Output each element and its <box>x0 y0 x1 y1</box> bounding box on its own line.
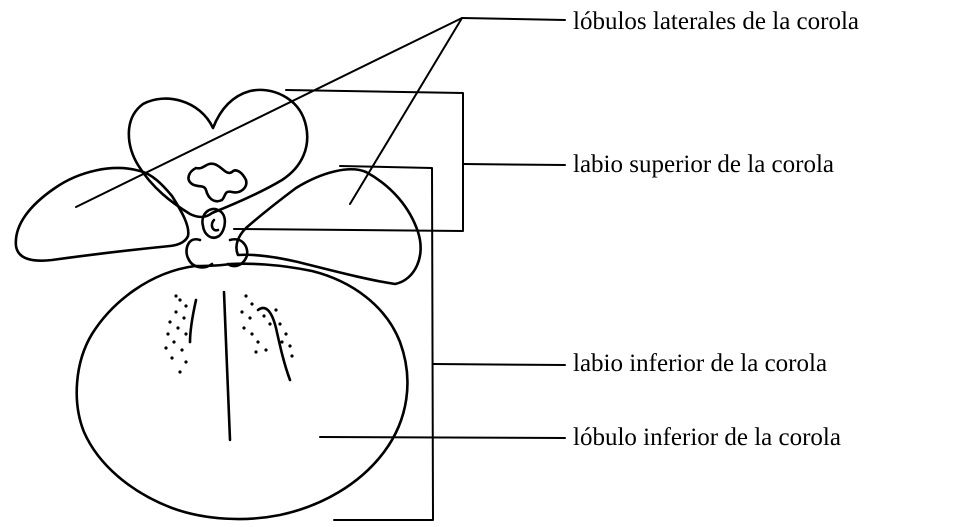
label-lower-lip: labio inferior de la corola <box>573 351 827 376</box>
stippling-dots <box>164 294 293 373</box>
bracket-lower-lip <box>334 166 433 520</box>
label-upper-lip: labio superior de la corola <box>573 152 834 177</box>
left-vein <box>190 300 196 342</box>
throat-inner <box>212 220 218 230</box>
upper-lip-petal <box>129 90 307 217</box>
left-lateral-lobe <box>16 168 188 261</box>
leader-lateral-lobes-out <box>462 18 565 20</box>
label-lower-lobe: lóbulo inferior de la corola <box>573 425 841 450</box>
lower-lobe-petal <box>77 264 408 519</box>
label-lateral-lobes: lóbulos laterales de la corola <box>573 9 859 34</box>
throat-left-bump <box>187 239 213 267</box>
leader-lower-lip-out <box>433 364 565 365</box>
center-vein <box>224 292 230 440</box>
upper-lip-marking <box>189 164 247 202</box>
leader-lower-lobe <box>320 437 565 438</box>
leader-upper-lip-out <box>463 164 565 165</box>
right-vein <box>258 308 290 380</box>
right-lateral-lobe <box>236 169 420 284</box>
